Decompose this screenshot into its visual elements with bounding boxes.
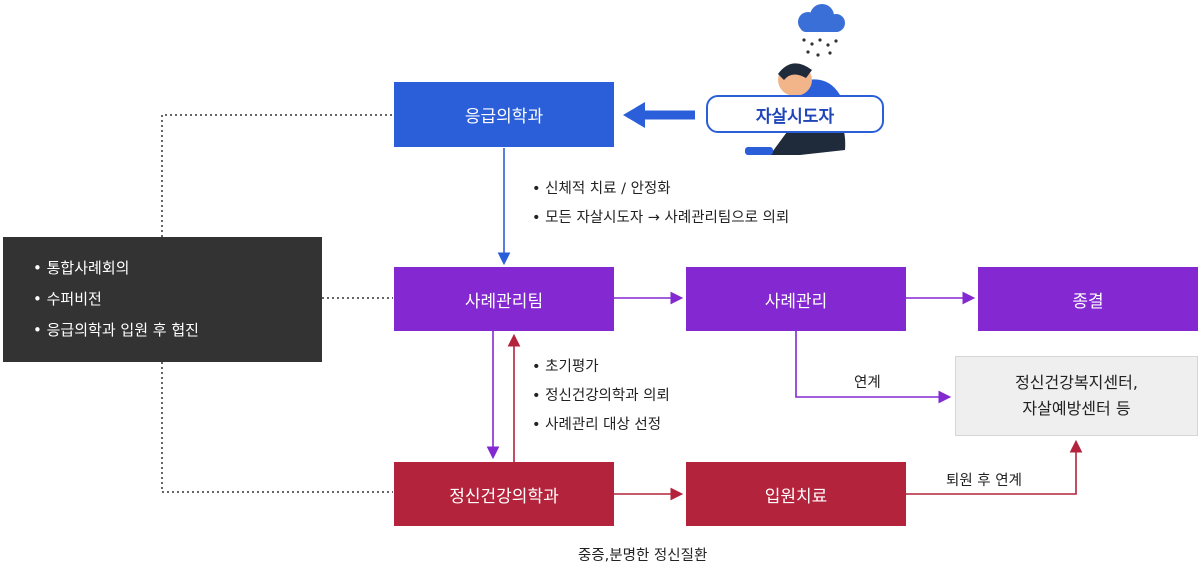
severe-label: 중증,분명한 정신질환 [578,548,708,564]
note-item: 신체적 치료 / 안정화 [532,175,789,204]
team-to-psychiatry-notes: 초기평가 정신건강의학과 의뢰 사례관리 대상 선정 [532,353,670,440]
inpatient-label: 입원치료 [764,486,828,507]
link-label: 연계 [854,375,881,391]
note-item: 정신건강의학과 의뢰 [532,382,670,411]
note-item: 사례관리 대상 선정 [532,411,670,440]
note-item: 모든 자살시도자 → 사례관리팀으로 의뢰 [532,204,789,233]
emergency-node: 응급의학과 [394,82,614,147]
case-team-node: 사례관리팀 [394,267,614,331]
note-item: 초기평가 [532,353,670,382]
center-label-line2: 자살예방센터 등 [1022,399,1131,418]
suicide-attempter-node: 자살시도자 [706,95,884,133]
case-management-node: 사례관리 [686,267,906,331]
termination-node: 종결 [978,267,1198,331]
psychiatry-label: 정신건강의학과 [449,486,559,507]
arrow-case-center [795,331,952,404]
discharge-link-label: 퇴원 후 연계 [946,473,1022,489]
dotted-link-psychiatry [161,362,393,493]
suicide-attempter-label: 자살시도자 [755,106,835,127]
emergency-to-team-notes: 신체적 치료 / 안정화 모든 자살시도자 → 사례관리팀으로 의뢰 [532,175,789,233]
case-team-label: 사례관리팀 [464,291,544,312]
emergency-label: 응급의학과 [464,107,544,127]
psychiatry-node: 정신건강의학과 [394,462,614,526]
conference-notes: 통합사례회의 수퍼비전 응급의학과 입원 후 협진 [3,253,199,346]
center-label-line1: 정신건강복지센터, [1015,373,1138,392]
arrow-inpatient-center [906,439,1083,495]
case-management-label: 사례관리 [764,291,828,312]
conference-note: 수퍼비전 [33,284,199,315]
termination-label: 종결 [1072,291,1104,312]
dotted-link-emergency [161,114,393,237]
inpatient-node: 입원치료 [686,462,906,526]
conference-box: 통합사례회의 수퍼비전 응급의학과 입원 후 협진 [3,237,322,362]
rain-cloud-icon [798,4,845,57]
conference-note: 통합사례회의 [33,253,199,284]
attempter-arrow-head [623,102,645,128]
conference-note: 응급의학과 입원 후 협진 [33,315,199,346]
center-node: 정신건강복지센터, 자살예방센터 등 [955,356,1198,436]
